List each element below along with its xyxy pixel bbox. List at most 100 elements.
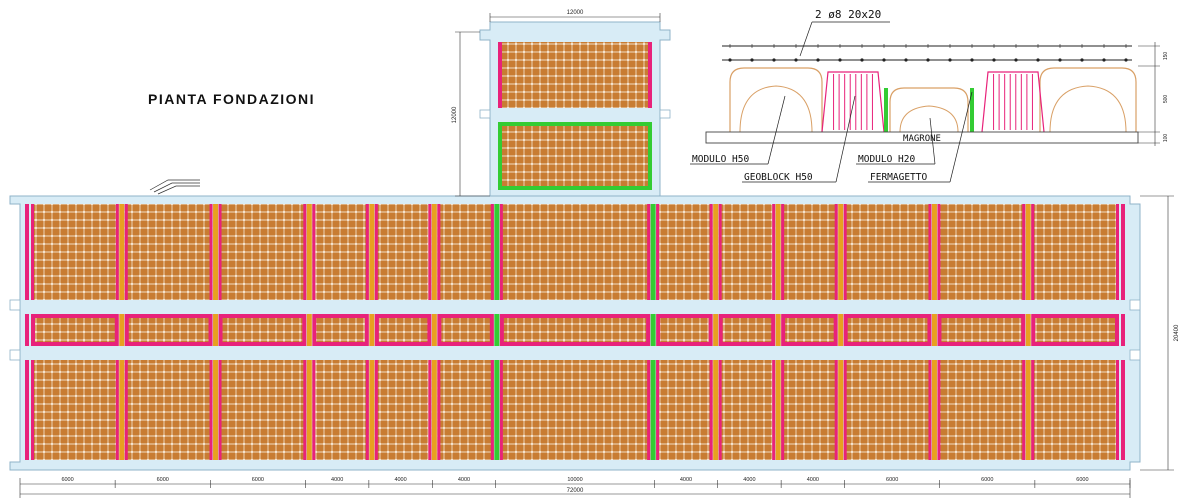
label-modulo-h50: MODULO H50 [692, 154, 749, 165]
bay-dim-label: 6000 [252, 477, 264, 483]
rebar-dot [992, 58, 996, 62]
section-geoblock-h50 [821, 71, 885, 133]
stopper-strip [709, 204, 713, 300]
fermagetto-strip [713, 314, 719, 346]
bay-dim-label: 4000 [807, 477, 819, 483]
edge-strip [1121, 204, 1125, 300]
stopper-strip [499, 360, 503, 460]
stopper-strip [1116, 360, 1119, 460]
module-block [722, 318, 772, 342]
rebar-dot [948, 58, 952, 62]
bay-dim-label: 4000 [680, 477, 692, 483]
stopper-strip [937, 360, 941, 460]
module-block [31, 204, 119, 300]
fermagetto-strip [119, 204, 125, 300]
fermagetto-strip [775, 314, 781, 346]
fermagetto-strip [431, 314, 437, 346]
module-block [937, 360, 1026, 460]
fermagetto-strip [931, 204, 937, 300]
label-modulo-h20: MODULO H20 [858, 154, 915, 165]
module-block [124, 360, 213, 460]
fermagetto-strip [369, 360, 375, 460]
fermagetto-strip [494, 314, 500, 346]
bay-dim-label: 6000 [1076, 477, 1088, 483]
stopper-strip [498, 42, 502, 108]
module-block [378, 318, 428, 342]
fermagetto-strip [713, 204, 719, 300]
fermagetto-strip [838, 360, 844, 460]
rebar-dot [838, 58, 842, 62]
edge-strip [25, 314, 29, 346]
fermagetto-strip [713, 360, 719, 460]
fermagetto-strip [119, 314, 125, 346]
section-fermagetto [970, 88, 974, 132]
rebar-label: 2 ø8 20x20 [815, 8, 881, 21]
stopper-strip [834, 360, 838, 460]
top-annex: 12000 12000 [452, 10, 671, 197]
fermagetto-strip [494, 360, 500, 460]
module-block [718, 360, 776, 460]
fermagetto-strip [1025, 204, 1031, 300]
fermagetto-strip [306, 204, 312, 300]
bay-dim-label: 4000 [394, 477, 406, 483]
stopper-strip [648, 42, 652, 108]
module-block [437, 360, 494, 460]
fermagetto-strip [213, 360, 219, 460]
rebar-dot [728, 58, 732, 62]
stopper-strip [1022, 360, 1026, 460]
stopper-strip [499, 204, 503, 300]
section-modulo-h50 [1039, 67, 1137, 132]
stopper-strip [428, 204, 432, 300]
stopper-strip [303, 360, 307, 460]
stopper-strip [209, 204, 213, 300]
module-block [847, 318, 928, 342]
module-block [656, 204, 713, 300]
callout-modulo-h20: MODULO H20 [856, 117, 936, 165]
fermagetto-strip [1025, 360, 1031, 460]
module-block [35, 318, 115, 342]
stopper-strip [124, 204, 128, 300]
stopper-strip [1116, 204, 1119, 300]
fermagetto-strip [1025, 314, 1031, 346]
fermagetto-strip [931, 314, 937, 346]
module-block [218, 204, 307, 300]
stopper-strip [709, 360, 713, 460]
module-block [718, 204, 776, 300]
stopper-strip [718, 360, 722, 460]
fermagetto-strip [838, 204, 844, 300]
module-block [843, 204, 932, 300]
stopper-strip [303, 204, 307, 300]
stopper-strip [781, 204, 785, 300]
stopper-strip [312, 204, 316, 300]
rebar-dot [772, 58, 776, 62]
stopper-strip [115, 204, 119, 300]
stopper-strip [31, 204, 34, 300]
rebar-dot [1102, 58, 1106, 62]
section-fermagetto [884, 88, 888, 132]
module-block [1035, 318, 1115, 342]
module-block [499, 360, 651, 460]
rebar-dot [860, 58, 864, 62]
fermagetto-strip [369, 314, 375, 346]
stopper-strip [928, 360, 932, 460]
module-block [1031, 204, 1119, 300]
stopper-strip [1022, 204, 1026, 300]
module-block [503, 318, 647, 342]
stopper-strip [656, 204, 660, 300]
callout-fermagetto: FERMAGETTO [868, 91, 973, 183]
annex-height-dim: 12000 [452, 106, 458, 123]
module-block [374, 360, 432, 460]
module-block [31, 360, 119, 460]
fermagetto-strip [838, 314, 844, 346]
fermagetto-strip [369, 204, 375, 300]
rebar-dot [926, 58, 930, 62]
main-slab [9, 187, 1141, 471]
magrone-base [705, 131, 1139, 144]
fermagetto-strip [431, 204, 437, 300]
fermagetto-strip [650, 360, 656, 460]
bay-dim-label: 6000 [981, 477, 993, 483]
fermagetto-strip [306, 360, 312, 460]
stopper-strip [843, 204, 847, 300]
edge-strip [1121, 360, 1125, 460]
